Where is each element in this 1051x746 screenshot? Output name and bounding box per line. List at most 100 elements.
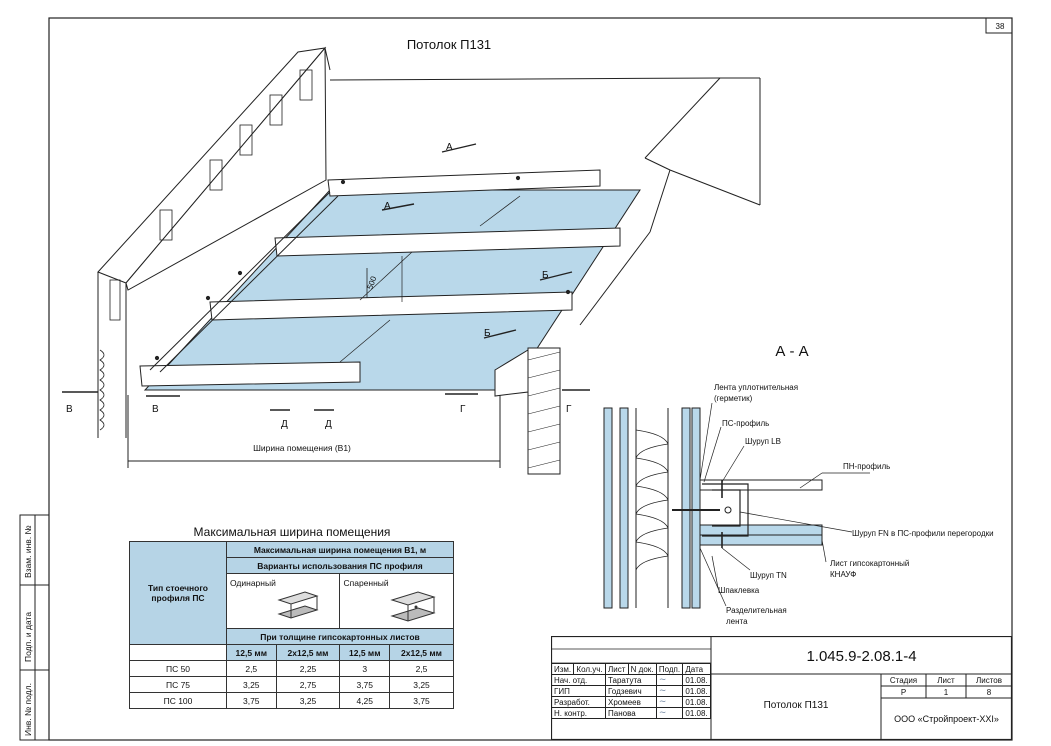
tb-col: Лист	[605, 663, 629, 675]
spec-subcol: 12,5 мм	[339, 644, 391, 661]
single-profile-icon	[277, 591, 319, 619]
sheets-header: Листов	[976, 676, 1002, 685]
tb-col: N док.	[627, 663, 657, 675]
section-mark-d1: Д	[281, 419, 288, 430]
signature-mark: ~	[655, 696, 684, 708]
spec-table-title: Максимальная ширина помещения	[194, 525, 391, 539]
table-row: ПС 50 2,5 2,25 3 2,5	[129, 660, 454, 677]
tb-date: 01.08.	[682, 707, 711, 719]
table-row: Нач. отд. Таратута ~ 01.08.	[551, 674, 711, 686]
callout-ps-profile: ПС-профиль	[722, 419, 769, 428]
sheet-header: Лист	[937, 676, 955, 685]
spec-cell: 3,75	[226, 692, 277, 709]
callout-seal-tape: Лента уплотнительная	[714, 383, 798, 392]
section-mark-a2: А	[384, 201, 391, 212]
callout-screw-fn: Шуруп FN в ПС-профили перегородки	[852, 529, 994, 538]
room-width-label: Ширина помещения (В1)	[253, 443, 351, 453]
callout-screw-tn: Шуруп TN	[750, 571, 787, 580]
document-name: Потолок П131	[763, 700, 829, 711]
callout-pn-profile: ПН-профиль	[843, 462, 890, 471]
tb-person: Хромеев	[605, 696, 657, 708]
spec-row-type: ПС 100	[129, 692, 227, 709]
side-label-inv-replace: Взам. инв. №	[23, 525, 33, 578]
spec-cell: 2,5	[389, 660, 454, 677]
section-mark-d2: Д	[325, 419, 332, 430]
section-title: А - А	[775, 343, 808, 360]
sheet-value: 1	[943, 688, 949, 697]
spec-header-max: Максимальная ширина помещения В1, м	[226, 541, 454, 558]
table-row: ПС 75 3,25 2,75 3,75 3,25	[129, 676, 454, 693]
spec-cell: 3,25	[226, 676, 277, 693]
callout-knauf: КНАУФ	[830, 570, 856, 579]
spec-col-type: Тип стоечного профиля ПС	[129, 541, 227, 645]
tb-col: Дата	[682, 663, 711, 675]
side-label-inv-orig: Инв. № подл.	[23, 683, 33, 736]
tb-person: Годзевич	[605, 685, 657, 697]
spec-blank-cell	[129, 644, 227, 661]
tb-date: 01.08.	[682, 685, 711, 697]
spec-variant-single-label: Одинарный	[230, 578, 276, 588]
callout-sep-tape-2: лента	[726, 617, 748, 626]
signature-mark: ~	[655, 707, 684, 719]
tb-role: Н. контр.	[551, 707, 606, 719]
spec-subcol: 2х12,5 мм	[389, 644, 454, 661]
section-mark-g-left: Г	[460, 404, 466, 415]
side-label-sign-date: Подп. и дата	[23, 611, 33, 662]
spec-variant-paired: Спаренный	[339, 573, 454, 629]
section-mark-a1: А	[446, 142, 453, 153]
callout-sep-tape-1: Разделительная	[726, 606, 787, 615]
callout-screw-lb: Шуруп LB	[745, 437, 781, 446]
paired-profile-icon	[390, 591, 437, 622]
spec-variant-paired-label: Спаренный	[343, 578, 389, 588]
document-code: 1.045.9-2.08.1-4	[806, 648, 917, 665]
spec-header-thickness: При толщине гипсокартонных листов	[226, 628, 454, 645]
spec-row-type: ПС 50	[129, 660, 227, 677]
ceiling-3d-view	[62, 46, 761, 475]
tb-col: Кол.уч.	[573, 663, 606, 675]
sheets-value: 8	[986, 688, 992, 697]
signature-mark: ~	[655, 685, 684, 697]
drawing-title: Потолок П131	[407, 37, 491, 52]
tb-date: 01.08.	[682, 674, 711, 686]
spec-cell: 3,75	[339, 676, 391, 693]
spec-table: Тип стоечного профиля ПС Максимальная ши…	[129, 541, 454, 709]
spec-cell: 4,25	[339, 692, 391, 709]
table-row: ГИП Годзевич ~ 01.08.	[551, 685, 711, 697]
section-mark-v-right: В	[152, 404, 159, 415]
spec-cell: 3,25	[389, 676, 454, 693]
section-mark-v-left: В	[66, 404, 73, 415]
tb-person: Таратута	[605, 674, 657, 686]
spec-cell: 3	[339, 660, 391, 677]
callout-gypsum-sheet: Лист гипсокартонный	[830, 559, 909, 568]
tb-role: Разработ.	[551, 696, 606, 708]
sheet-number: 38	[996, 22, 1005, 31]
callout-putty: Шпаклевка	[718, 586, 760, 595]
spec-subcol: 2х12,5 мм	[275, 644, 341, 661]
spec-cell: 2,75	[275, 676, 341, 693]
callout-seal-tape-note: (герметик)	[714, 394, 753, 403]
spec-row-type: ПС 75	[129, 676, 227, 693]
tb-role: Нач. отд.	[551, 674, 606, 686]
spec-variant-single: Одинарный	[225, 573, 341, 629]
title-block-signatures: Изм. Кол.уч. Лист N док. Подп. Дата Нач.…	[550, 663, 711, 719]
tb-role: ГИП	[551, 685, 606, 697]
spec-header-variants: Варианты использования ПС профиля	[226, 557, 454, 574]
stage-header: Стадия	[889, 676, 918, 685]
table-row: Разработ. Хромеев ~ 01.08.	[551, 696, 711, 708]
signature-mark: ~	[655, 674, 684, 686]
spec-cell: 2,5	[226, 660, 277, 677]
section-a-a-view	[603, 402, 870, 609]
spec-cell: 2,25	[275, 660, 341, 677]
sheet-frame	[48, 17, 1013, 741]
section-mark-b2: Б	[484, 328, 491, 339]
spec-cell: 3,75	[389, 692, 454, 709]
section-mark-b1: Б	[542, 270, 549, 281]
tb-date: 01.08.	[682, 696, 711, 708]
stage-value: Р	[900, 688, 907, 697]
spec-cell: 3,25	[275, 692, 341, 709]
organization-name: ООО «Стройпроект-XXI»	[894, 714, 999, 724]
section-mark-g-right: Г	[566, 404, 572, 415]
sheet-number-box	[985, 17, 1013, 34]
tb-col: Изм.	[550, 663, 575, 675]
